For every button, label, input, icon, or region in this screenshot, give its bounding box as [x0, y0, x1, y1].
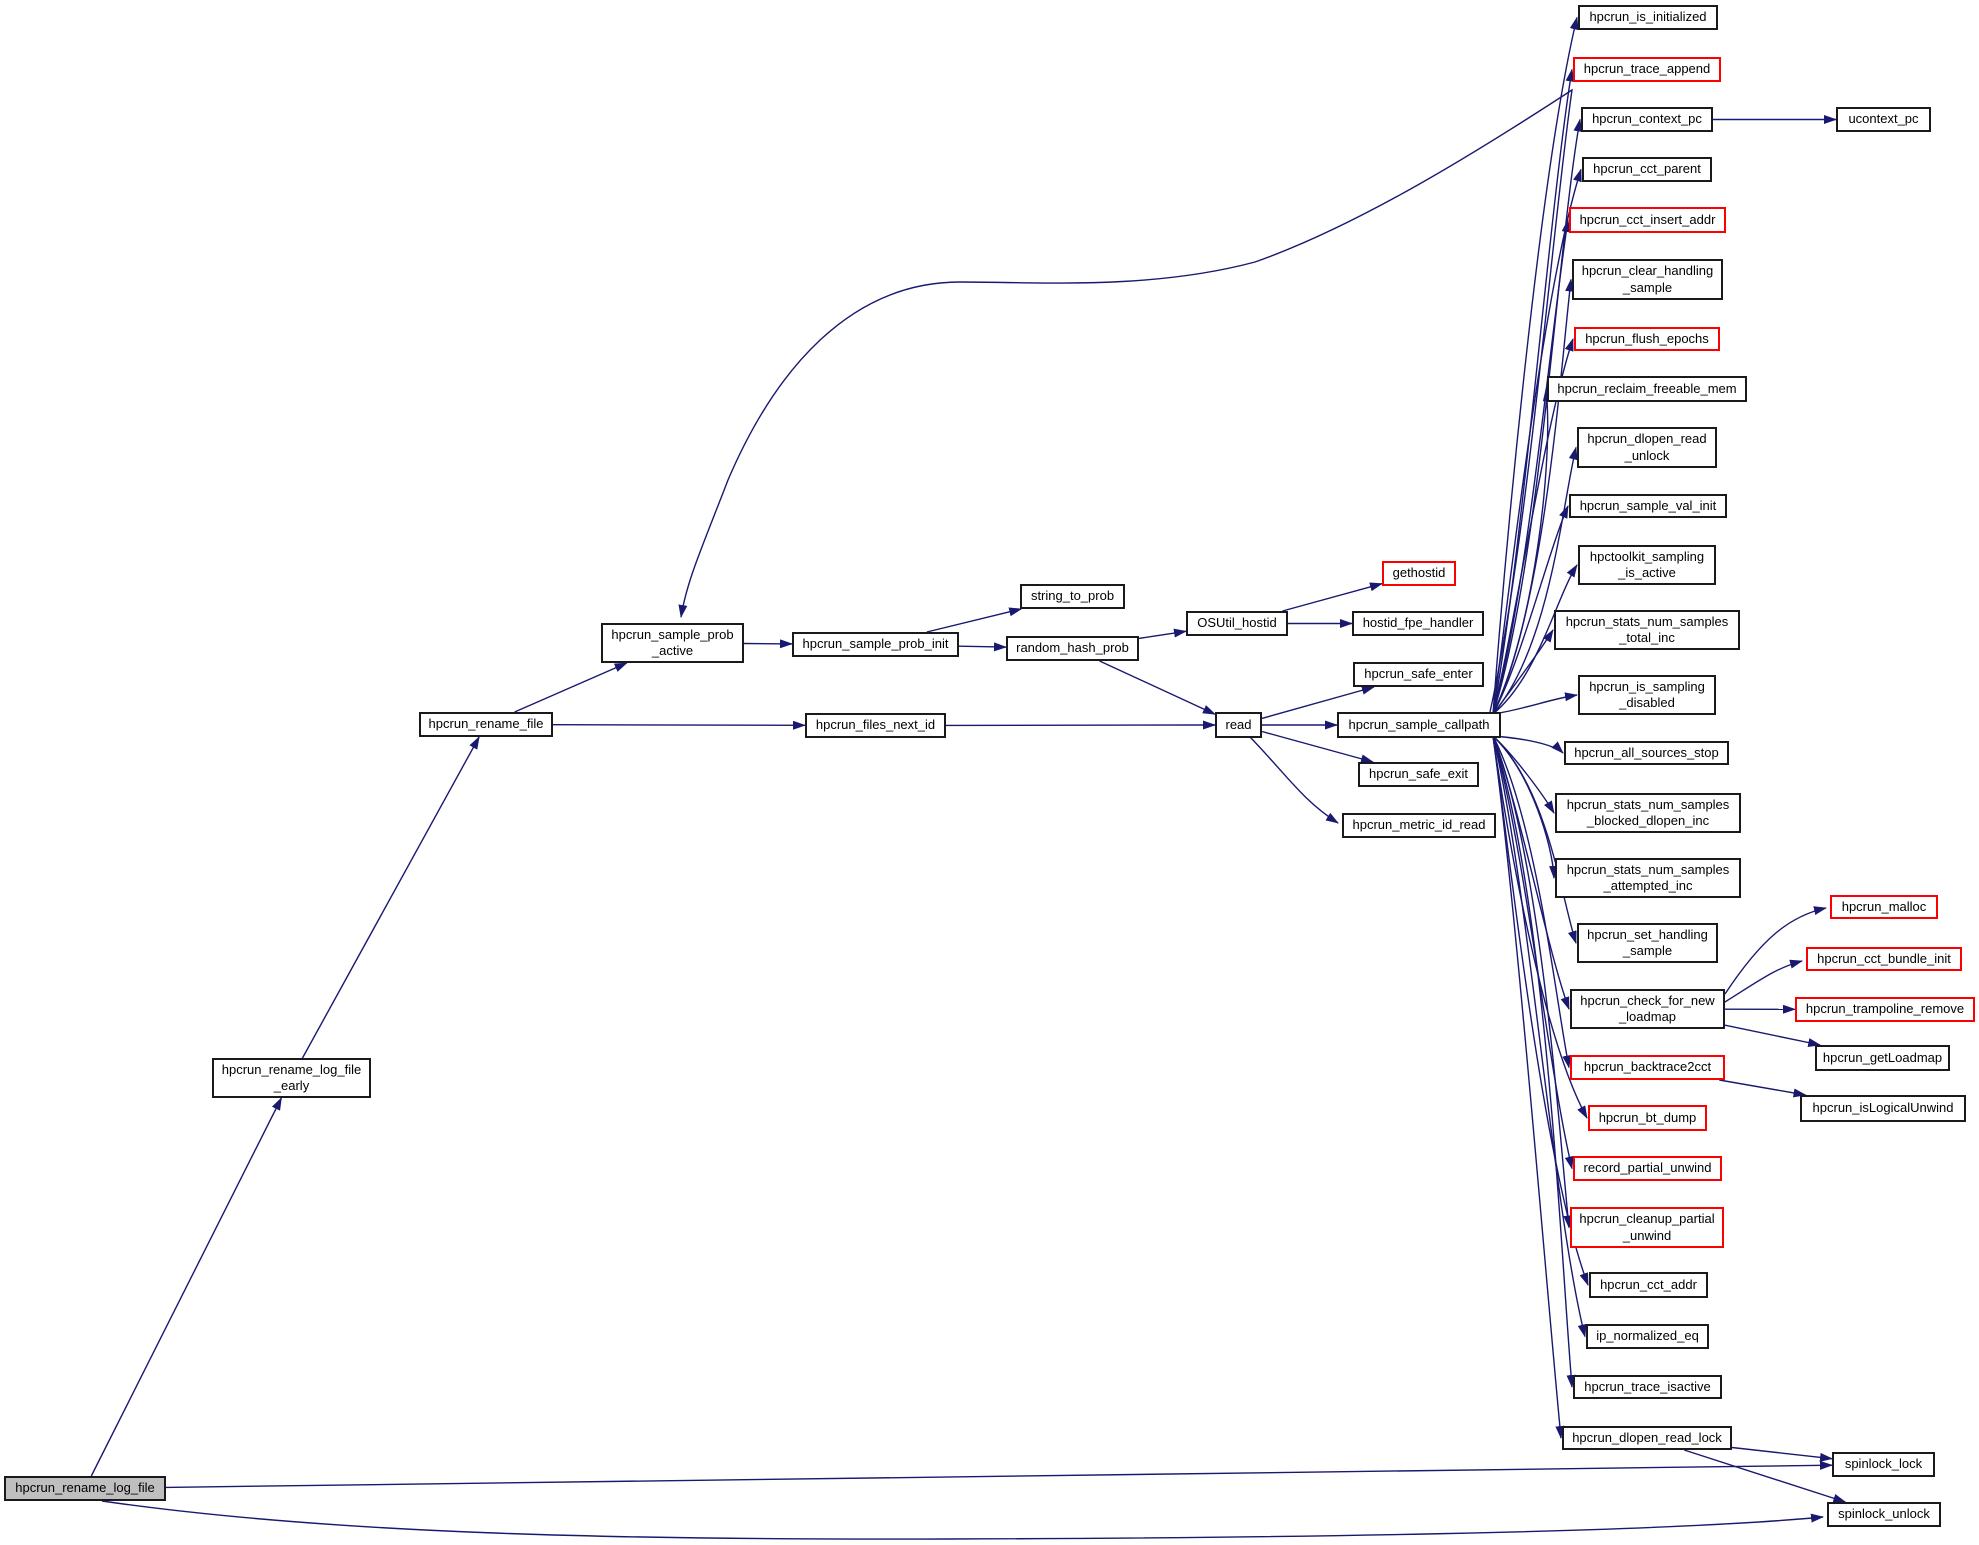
node-hpcrun-sample-val-init[interactable]: hpcrun_sample_val_init [1569, 494, 1727, 518]
edge-sample_callpath-to-is_sampling_disabled [1492, 692, 1578, 715]
edge-check_for_new_loadmap-to-getLoadmap [1724, 1024, 1822, 1047]
edge-rename_file-to-files_next_id [552, 720, 806, 730]
node-hpcrun-check-for-new-loadmap[interactable]: hpcrun_check_for_new _loadmap [1570, 989, 1725, 1029]
edge-dlopen_read_lock-to-spinlock_unlock [1683, 1449, 1847, 1503]
node-hpcrun-rename-file[interactable]: hpcrun_rename_file [419, 712, 553, 737]
node-hpcrun-islogicalunwind[interactable]: hpcrun_isLogicalUnwind [1800, 1095, 1966, 1122]
node-hostid-fpe-handler[interactable]: hostid_fpe_handler [1352, 611, 1484, 636]
node-hpcrun-stats-num-samples-blocked-dlopen-inc[interactable]: hpcrun_stats_num_samples _blocked_dlopen… [1555, 793, 1741, 833]
edge-rename_log_file_early-to-rename_file [301, 736, 480, 1059]
node-hpcrun-flush-epochs[interactable]: hpcrun_flush_epochs [1574, 327, 1720, 351]
node-hpcrun-cleanup-partial-unwind[interactable]: hpcrun_cleanup_partial _unwind [1570, 1207, 1724, 1248]
node-hpcrun-cct-bundle-init[interactable]: hpcrun_cct_bundle_init [1806, 947, 1962, 971]
edge-random_hash_prob-to-read [1099, 660, 1216, 715]
node-hpcrun-cct-addr[interactable]: hpcrun_cct_addr [1589, 1272, 1708, 1298]
node-read[interactable]: read [1215, 712, 1262, 738]
node-spinlock-lock[interactable]: spinlock_lock [1832, 1452, 1935, 1477]
edge-sample_callpath-to-dlopen_read_unlock [1492, 446, 1578, 715]
node-gethostid[interactable]: gethostid [1382, 561, 1456, 586]
edge-sample_callpath-to-backtrace2cct [1492, 735, 1572, 1069]
node-hpcrun-is-initialized[interactable]: hpcrun_is_initialized [1578, 5, 1718, 30]
edge-rename_file-to-sample_prob_active [514, 662, 628, 713]
edge-sample_callpath-to-set_handling_sample [1492, 735, 1577, 944]
edge-random_hash_prob-to-osutil_hostid [1138, 628, 1187, 640]
node-hpcrun-getloadmap[interactable]: hpcrun_getLoadmap [1815, 1045, 1950, 1071]
edge-rename_log_file-to-rename_log_file_early [90, 1097, 283, 1477]
node-hpcrun-dlopen-read-lock[interactable]: hpcrun_dlopen_read_lock [1562, 1426, 1732, 1450]
node-hpcrun-rename-log-file-early[interactable]: hpcrun_rename_log_file _early [212, 1058, 371, 1098]
node-hpcrun-safe-exit[interactable]: hpcrun_safe_exit [1358, 762, 1479, 787]
node-random-hash-prob[interactable]: random_hash_prob [1006, 636, 1139, 661]
node-osutil-hostid[interactable]: OSUtil_hostid [1186, 611, 1288, 636]
node-hpcrun-bt-dump[interactable]: hpcrun_bt_dump [1588, 1105, 1707, 1131]
node-ip-normalized-eq[interactable]: ip_normalized_eq [1586, 1324, 1709, 1349]
node-record-partial-unwind[interactable]: record_partial_unwind [1573, 1156, 1722, 1181]
node-hpcrun-is-sampling-disabled[interactable]: hpcrun_is_sampling _disabled [1578, 675, 1716, 715]
node-hpcrun-sample-prob-active[interactable]: hpcrun_sample_prob _active [601, 623, 744, 663]
node-hpcrun-backtrace2cct[interactable]: hpcrun_backtrace2cct [1570, 1055, 1725, 1080]
node-string-to-prob[interactable]: string_to_prob [1020, 584, 1125, 609]
edge-check_for_new_loadmap-to-cct_bundle_init [1724, 959, 1803, 1003]
edge-rename_log_file-to-spinlock_unlock [101, 1500, 1824, 1540]
node-hpcrun-trace-append[interactable]: hpcrun_trace_append [1573, 57, 1721, 82]
node-hpcrun-files-next-id[interactable]: hpcrun_files_next_id [805, 713, 946, 738]
edge-sample_prob_init-to-string_to_prob [926, 607, 1023, 633]
node-hpcrun-sample-callpath[interactable]: hpcrun_sample_callpath [1337, 712, 1501, 738]
node-hpcrun-clear-handling-sample[interactable]: hpcrun_clear_handling _sample [1572, 259, 1723, 300]
node-hpcrun-all-sources-stop[interactable]: hpcrun_all_sources_stop [1564, 741, 1729, 765]
edge-sample_prob_init-to-random_hash_prob [958, 642, 1007, 652]
edge-rename_log_file-to-spinlock_lock [165, 1460, 1833, 1489]
edge-sample_callpath-to-trace_isactive [1492, 735, 1576, 1388]
edge-sample_callpath-to-all_sources_stop [1492, 735, 1564, 754]
node-hpcrun-cct-insert-addr[interactable]: hpcrun_cct_insert_addr [1569, 207, 1726, 233]
node-hpcrun-safe-enter[interactable]: hpcrun_safe_enter [1353, 662, 1484, 687]
node-ucontext-pc[interactable]: ucontext_pc [1836, 107, 1931, 132]
node-hpcrun-stats-num-samples-total-inc[interactable]: hpcrun_stats_num_samples _total_inc [1554, 610, 1740, 650]
node-hpcrun-set-handling-sample[interactable]: hpcrun_set_handling _sample [1577, 923, 1718, 963]
node-spinlock-unlock[interactable]: spinlock_unlock [1827, 1502, 1941, 1527]
edge-read-to-metric_id_read [1249, 736, 1339, 824]
edge-sample_callpath-to-stats_attempted_inc [1492, 735, 1559, 879]
edge-sample_callpath-to-dlopen_read_lock [1492, 735, 1565, 1439]
node-hpcrun-context-pc[interactable]: hpcrun_context_pc [1581, 107, 1713, 132]
node-hpcrun-sample-prob-init[interactable]: hpcrun_sample_prob_init [792, 632, 959, 657]
node-hpcrun-trace-isactive[interactable]: hpcrun_trace_isactive [1573, 1375, 1722, 1399]
node-hpctoolkit-sampling-is-active[interactable]: hpctoolkit_sampling _is_active [1578, 545, 1716, 585]
edge-osutil_hostid-to-gethostid [1282, 582, 1383, 612]
node-hpcrun-metric-id-read[interactable]: hpcrun_metric_id_read [1342, 813, 1496, 838]
node-hpcrun-malloc[interactable]: hpcrun_malloc [1830, 895, 1938, 919]
node-hpcrun-reclaim-freeable-mem[interactable]: hpcrun_reclaim_freeable_mem [1547, 376, 1747, 402]
node-hpcrun-rename-log-file: hpcrun_rename_log_file [4, 1476, 166, 1501]
edge-sample_callpath-to-reclaim_freeable_mem [1492, 388, 1552, 715]
edge-backtrace2cct-to-isLogicalUnwind [1719, 1079, 1807, 1098]
edge-sample_callpath-to-stats_blocked_dlopen_inc [1492, 735, 1555, 814]
edge-dlopen_read_lock-to-spinlock_lock [1731, 1446, 1833, 1462]
edge-sample_callpath-to-stats_total_inc [1492, 629, 1554, 715]
node-hpcrun-stats-num-samples-attempted-inc[interactable]: hpcrun_stats_num_samples _attempted_inc [1555, 858, 1741, 898]
node-hpcrun-trampoline-remove[interactable]: hpcrun_trampoline_remove [1795, 997, 1975, 1022]
node-hpcrun-dlopen-read-unlock[interactable]: hpcrun_dlopen_read _unlock [1577, 427, 1717, 468]
node-hpcrun-cct-parent[interactable]: hpcrun_cct_parent [1582, 157, 1712, 182]
